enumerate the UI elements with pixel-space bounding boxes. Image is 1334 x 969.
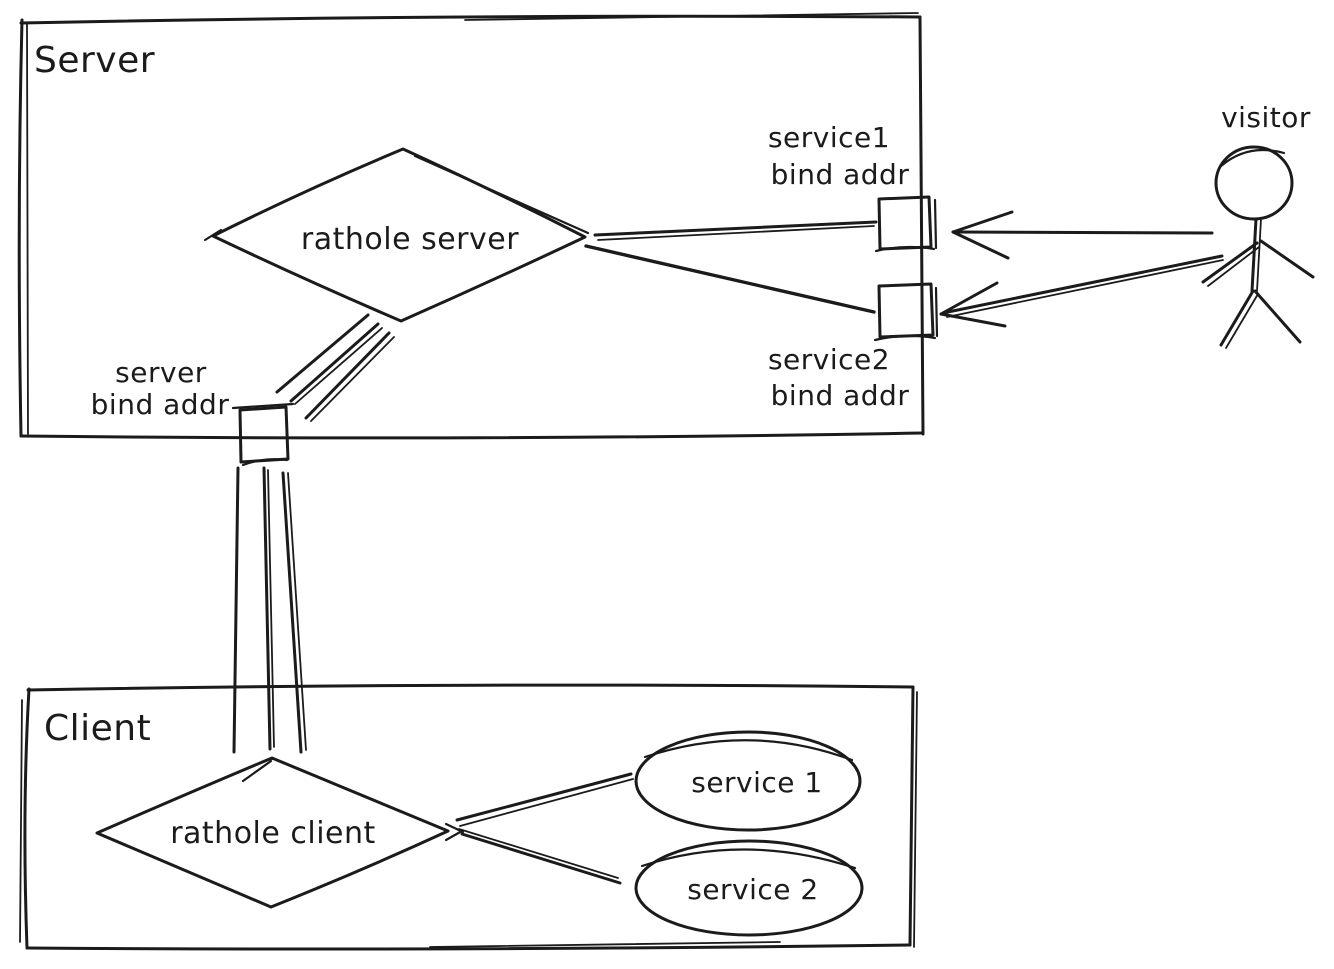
client-box-right-edge <box>908 685 915 947</box>
tunnel-diag-line-1 <box>275 313 370 394</box>
service1-node-label: service 1 <box>691 766 823 799</box>
rathole-server-tip-accent <box>203 228 223 242</box>
rathole-server-label: rathole server <box>301 222 519 257</box>
tunnel-diag-line-2 <box>289 322 380 403</box>
rathole-client-tip-accent-2 <box>444 829 464 842</box>
visitor-head-accent <box>1219 148 1286 168</box>
visitor-figure: visitor <box>1201 101 1315 349</box>
client-tunnel-lines <box>232 466 307 754</box>
tunnel-diag-line-3 <box>304 331 391 420</box>
link-server-service1 <box>593 220 878 237</box>
service2-ellipse-accent <box>640 848 857 870</box>
rathole-server-diamond <box>211 147 587 323</box>
server-box-left-edge <box>17 18 24 438</box>
server-box-top-accent <box>464 12 919 21</box>
server-box-label: Server <box>34 40 155 81</box>
service1-ellipse <box>634 730 862 832</box>
visitor-head <box>1214 145 1294 221</box>
client-box-left-accent <box>19 699 23 943</box>
visitor-arrows <box>939 210 1224 328</box>
client-box-bottom-accent <box>429 941 781 948</box>
server-box-left-accent <box>26 23 29 435</box>
link-server-service2 <box>584 244 876 314</box>
tunnel-diag-line-2-twin <box>294 327 383 405</box>
arrow-visitor-service1-barb-top <box>951 210 1014 234</box>
server-bind-endpoint: server bind addr <box>91 356 295 467</box>
service2-bind-square <box>877 282 935 339</box>
server-bind-label-line2: bind addr <box>91 388 230 421</box>
arrow-visitor-service2-shaft-twin <box>946 259 1224 318</box>
rathole-server-node: rathole server <box>203 147 590 323</box>
tunnel-vert-line-3 <box>281 471 303 754</box>
service1-bind-square-accent-bottom <box>874 245 936 253</box>
client-box: Client <box>19 683 918 951</box>
server-bind-square <box>238 405 290 464</box>
server-tunnel-lines <box>275 313 395 422</box>
service2-bind-label-line1: service2 <box>768 343 890 376</box>
service1-bind-square-accent-right <box>933 198 938 250</box>
visitor-right-arm <box>1259 239 1315 279</box>
visitor-body-twin <box>1256 218 1262 292</box>
server-box-right-edge <box>918 15 925 436</box>
tunnel-vert-line-3-twin <box>287 472 307 751</box>
visitor-left-leg-twin <box>1225 293 1259 349</box>
arrow-visitor-service1-shaft <box>953 230 1214 235</box>
service1-bind-label-line2: bind addr <box>771 158 910 191</box>
rathole-client-tip-accent-1 <box>444 822 465 834</box>
service2-bind-label-line2: bind addr <box>771 379 910 412</box>
service1-bind-label-line1: service1 <box>768 121 890 154</box>
visitor-left-leg <box>1219 289 1255 347</box>
arrow-visitor-service2-barb-top <box>939 281 999 316</box>
client-box-top-edge <box>26 683 915 692</box>
server-box-bottom-edge <box>19 431 925 440</box>
rathole-client-label: rathole client <box>170 816 376 851</box>
visitor-left-arm-twin <box>1207 246 1260 287</box>
server-box-top-edge <box>19 14 922 25</box>
server-bind-label-line1: server <box>115 356 207 389</box>
rathole-client-diamond-accent <box>241 759 273 783</box>
service1-node: service 1 <box>634 730 862 832</box>
client-box-bottom-edge <box>25 943 912 951</box>
link-server-service1-accent <box>597 225 875 241</box>
link-client-service2 <box>460 832 622 885</box>
server-to-service-links <box>584 220 878 314</box>
tunnel-vert-line-2 <box>262 466 272 751</box>
visitor-right-leg <box>1253 289 1302 344</box>
server-box: Server <box>17 12 925 440</box>
arrow-visitor-service2-barb-bottom <box>939 312 1007 328</box>
link-client-service2-twin <box>458 828 619 879</box>
visitor-label: visitor <box>1221 101 1311 134</box>
arrow-visitor-service1-barb-bottom <box>951 230 1010 260</box>
service1-ellipse-accent <box>643 739 854 762</box>
visitor-body <box>1250 217 1258 293</box>
service2-bind-square-accent-bottom <box>873 334 937 342</box>
tunnel-vert-line-1 <box>232 466 240 754</box>
link-client-service1 <box>455 772 633 822</box>
service1-bind-square <box>877 195 933 251</box>
rathole-server-diamond-accent <box>413 154 590 235</box>
client-to-service-links <box>455 772 634 885</box>
visitor-left-arm <box>1201 241 1259 284</box>
arrow-visitor-service2-shaft <box>941 254 1224 315</box>
service2-bind-square-accent-right <box>934 286 939 338</box>
service2-bind-endpoint: service2 bind addr <box>768 282 939 412</box>
rathole-client-node: rathole client <box>95 756 465 909</box>
rathole-client-diamond <box>95 756 450 909</box>
service1-bind-endpoint: service1 bind addr <box>768 121 938 253</box>
service2-node-label: service 2 <box>687 873 819 906</box>
client-box-left-edge <box>23 687 31 950</box>
service2-node: service 2 <box>634 839 864 937</box>
tunnel-vert-line-2-twin <box>267 469 275 748</box>
service2-ellipse <box>634 839 864 937</box>
server-bind-square-accent-bottom <box>241 458 289 467</box>
tunnel-diag-line-3-twin <box>310 336 395 422</box>
client-box-label: Client <box>44 708 151 749</box>
server-bind-square-accent-top <box>231 402 295 410</box>
link-client-service1-twin <box>459 778 634 827</box>
client-box-right-accent <box>913 691 918 948</box>
